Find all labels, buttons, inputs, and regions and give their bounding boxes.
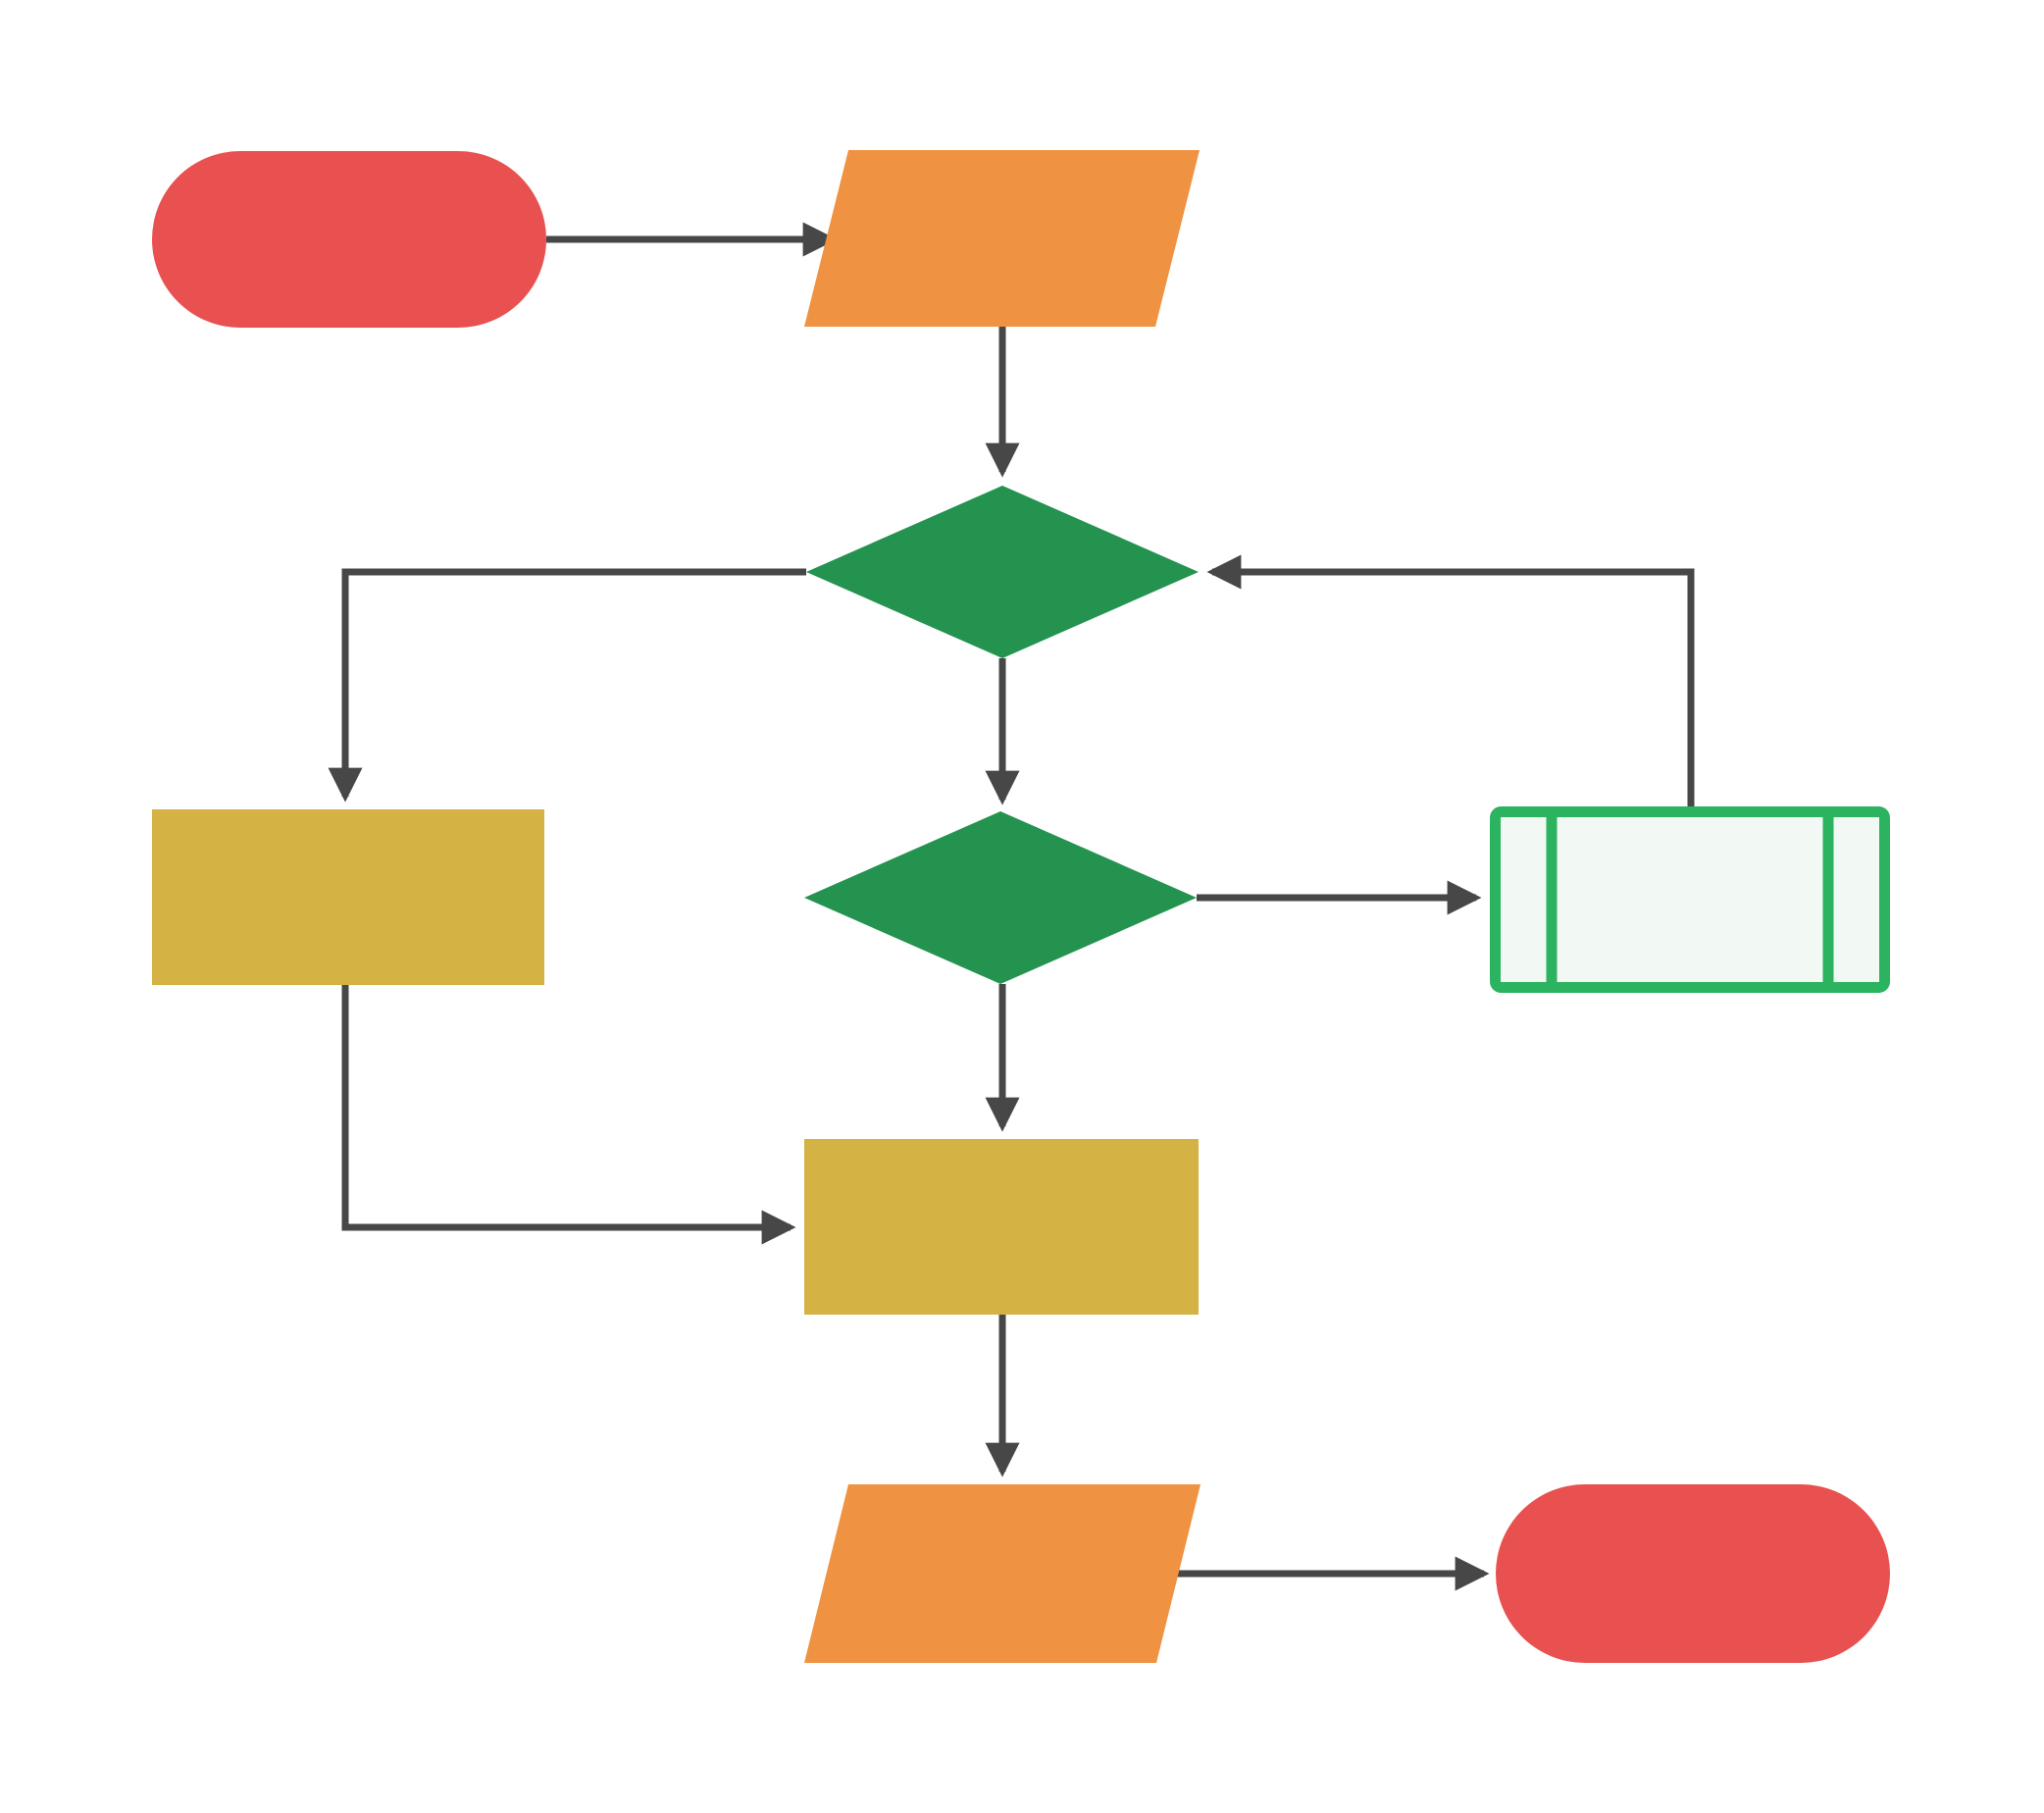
node-input-top[interactable] xyxy=(804,150,1200,327)
node-process-center[interactable] xyxy=(804,1139,1199,1315)
decision-shape xyxy=(804,811,1197,984)
connector-decision-1-to-process-left xyxy=(328,568,806,803)
io-shape xyxy=(804,1484,1201,1663)
node-start[interactable] xyxy=(152,151,546,328)
node-process-left[interactable] xyxy=(152,809,544,985)
connector-process-left-to-process-center xyxy=(341,985,796,1245)
node-predefined-process[interactable] xyxy=(1490,806,1890,993)
node-decision-1[interactable] xyxy=(806,486,1199,658)
process-shape xyxy=(152,809,544,985)
process-shape xyxy=(804,1139,1199,1315)
connector-predefined-process-to-decision-1 xyxy=(1206,554,1695,806)
edges-layer xyxy=(328,222,1695,1591)
nodes-layer xyxy=(152,150,1890,1663)
terminator-shape xyxy=(152,151,546,328)
node-decision-2[interactable] xyxy=(804,811,1197,984)
io-shape xyxy=(804,150,1200,327)
decision-shape xyxy=(806,486,1199,658)
terminator-shape xyxy=(1496,1484,1890,1663)
predefined-process-body xyxy=(1490,806,1890,993)
node-end[interactable] xyxy=(1496,1484,1890,1663)
node-output-bottom[interactable] xyxy=(804,1484,1201,1663)
